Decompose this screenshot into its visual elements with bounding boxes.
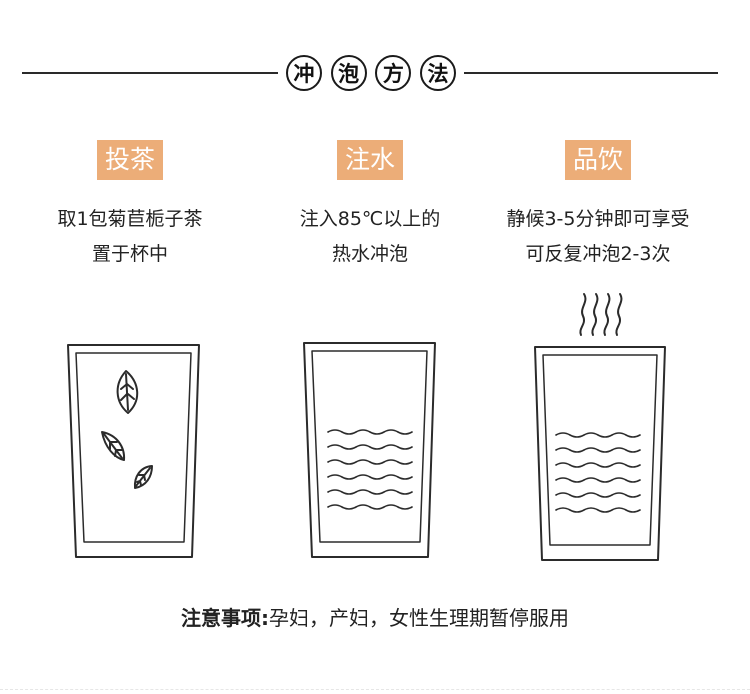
tea-leaf-icon <box>133 465 153 489</box>
step-description: 取1包菊苣栀子茶 置于杯中 <box>15 202 245 272</box>
step-add-tea: 投茶 取1包菊苣栀子茶 置于杯中 <box>15 140 245 272</box>
title-char: 冲 <box>286 55 322 91</box>
notice-label: 注意事项: <box>181 606 269 630</box>
section-title: 冲 泡 方 法 <box>0 50 750 96</box>
step-description-line: 热水冲泡 <box>331 243 408 265</box>
cup-with-leaves-icon <box>67 344 200 558</box>
water-waves <box>327 429 413 510</box>
cup-with-water-icon <box>303 342 436 558</box>
step-drink: 品饮 静候3-5分钟即可享受 可反复冲泡2-3次 <box>483 140 713 272</box>
title-char: 泡 <box>330 55 367 91</box>
title-char: 方 <box>375 55 412 91</box>
step-description: 注入85℃以上的 热水冲泡 <box>255 202 485 272</box>
steaming-cup-icon <box>534 293 666 561</box>
step-description: 静候3-5分钟即可享受 可反复冲泡2-3次 <box>483 202 713 272</box>
tea-leaf-icon <box>101 431 126 461</box>
title-char: 法 <box>419 55 456 91</box>
step-description-line: 取1包菊苣栀子茶 <box>57 208 203 230</box>
title-characters: 冲 泡 方 法 <box>286 50 456 96</box>
steam-icon <box>579 293 623 336</box>
notice-text: 孕妇，产妇，女性生理期暂停服用 <box>269 606 569 630</box>
title-divider-right <box>464 72 718 74</box>
step-description-line: 注入85℃以上的 <box>299 208 441 230</box>
title-divider-left <box>22 72 278 74</box>
step-description-line: 静候3-5分钟即可享受 <box>506 208 690 230</box>
step-add-water: 注水 注入85℃以上的 热水冲泡 <box>255 140 485 272</box>
step-description-line: 置于杯中 <box>91 243 168 265</box>
water-waves <box>555 432 641 513</box>
step-label: 品饮 <box>564 140 631 180</box>
tea-leaf-icon <box>116 370 139 414</box>
step-description-line: 可反复冲泡2-3次 <box>525 243 671 265</box>
bottom-divider <box>0 689 750 690</box>
step-label: 投茶 <box>96 140 163 180</box>
step-label: 注水 <box>336 140 403 180</box>
notice: 注意事项:孕妇，产妇，女性生理期暂停服用 <box>0 602 750 631</box>
